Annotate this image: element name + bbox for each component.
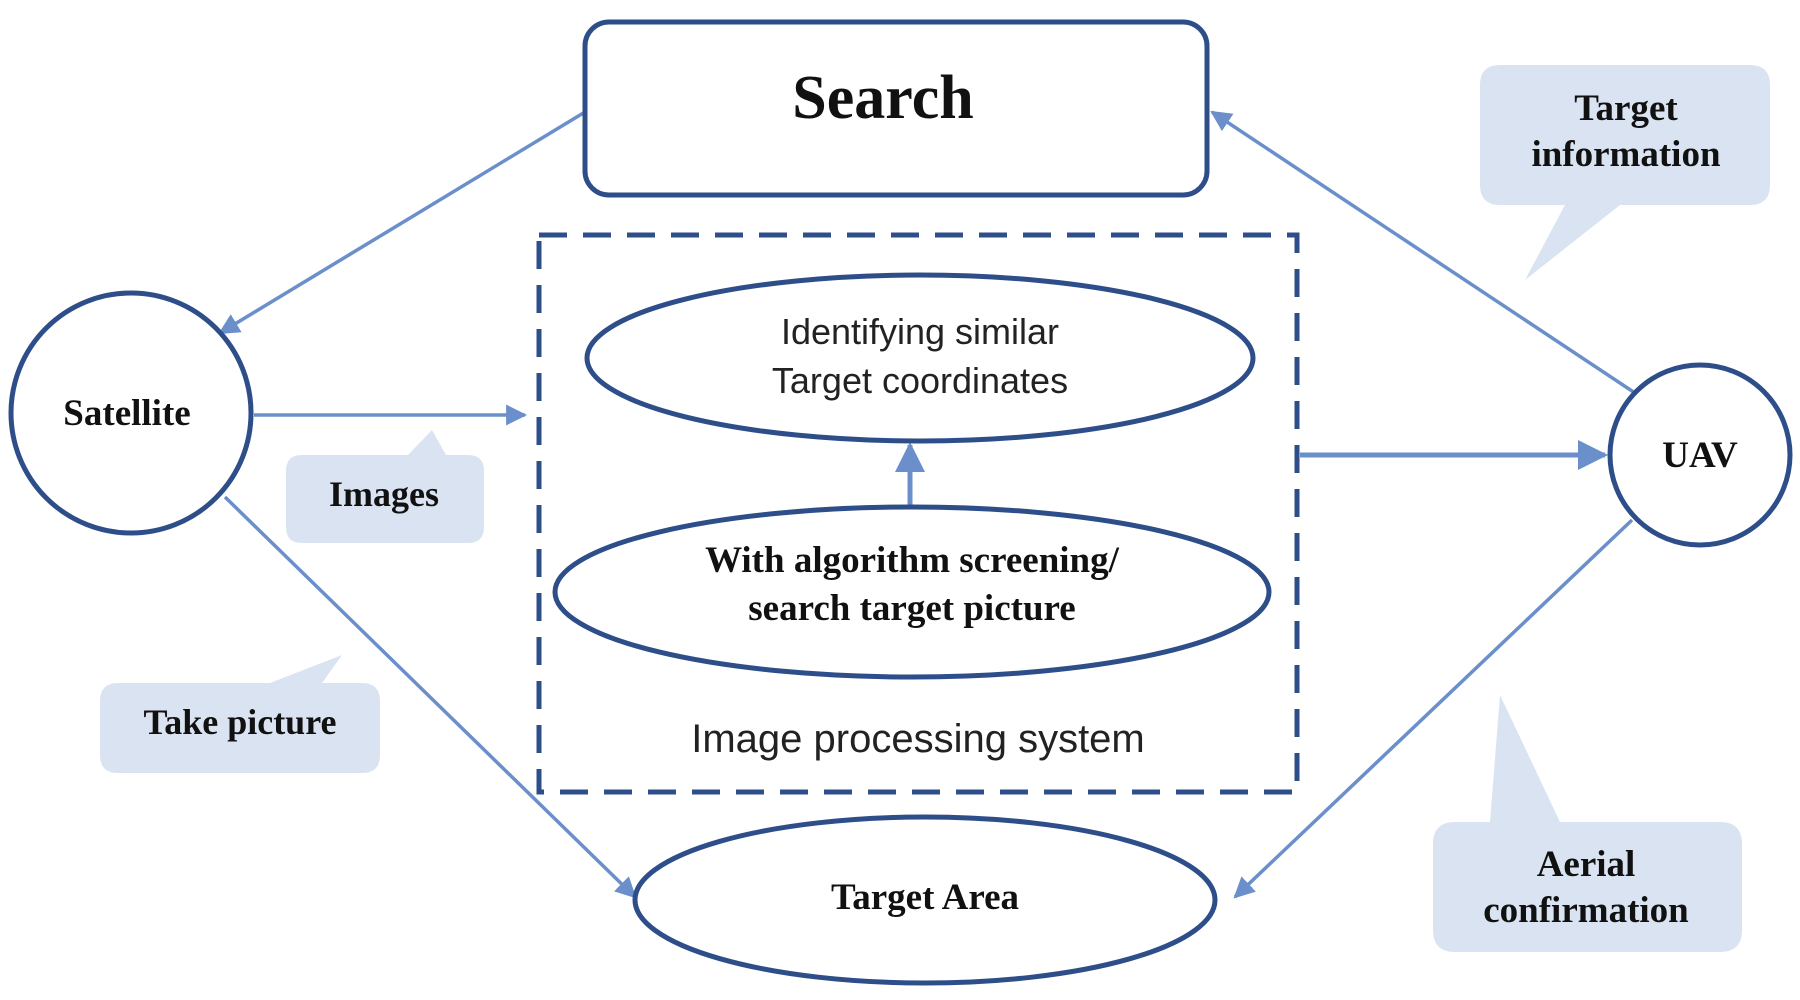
callout-aerial-confirmation: Aerial confirmation [1433,695,1742,952]
search-node: Search [582,19,1210,198]
callout-target-information-shape [1480,65,1770,280]
callout-target-information: Target information [1480,65,1770,280]
target-area-node-label: Target Area [831,877,1019,918]
callout-aerial-confirmation-shape [1433,695,1742,952]
target-area-node: Target Area [632,814,1218,986]
callout-target-information-line1: Target [1574,88,1678,129]
uav-node: UAV [1607,362,1793,548]
identifying-node-line2: Target coordinates [772,360,1068,401]
satellite-node-circle [8,290,254,536]
uav-node-label: UAV [1662,435,1738,476]
callout-images-shape [286,430,484,543]
satellite-node: Satellite [8,290,254,536]
identifying-node: Identifying similar Target coordinates [584,272,1256,444]
arrow-search-to-satellite [218,110,586,335]
image-processing-system: Image processing system [536,232,1300,795]
callout-aerial-confirmation-line1: Aerial [1537,844,1636,885]
search-node-box [582,19,1210,198]
identifying-node-ellipse [584,272,1256,444]
uav-node-circle [1607,362,1793,548]
callout-take-picture-shape [100,655,380,773]
algorithm-node-line2: search target picture [748,588,1075,629]
arrow-uav-to-search [1210,110,1636,395]
arrow-satellite-to-target-area [223,495,637,899]
callout-aerial-confirmation-line2: confirmation [1483,890,1689,931]
image-processing-system-label: Image processing system [691,717,1145,761]
image-processing-system-border [536,232,1300,795]
callout-take-picture: Take picture [100,655,380,773]
callout-take-picture-text: Take picture [143,702,336,742]
arrow-uav-to-target-area [1233,518,1634,899]
callout-target-information-line2: information [1531,134,1721,175]
target-area-node-ellipse [632,814,1218,986]
algorithm-node: With algorithm screening/ search target … [552,504,1272,680]
callout-images-text: Images [329,474,439,514]
callout-images: Images [286,430,484,543]
search-node-label: Search [792,64,973,132]
identifying-node-line1: Identifying similar [781,311,1059,352]
algorithm-node-ellipse [552,504,1272,680]
algorithm-node-line1: With algorithm screening/ [705,540,1120,581]
satellite-node-label: Satellite [63,393,190,434]
